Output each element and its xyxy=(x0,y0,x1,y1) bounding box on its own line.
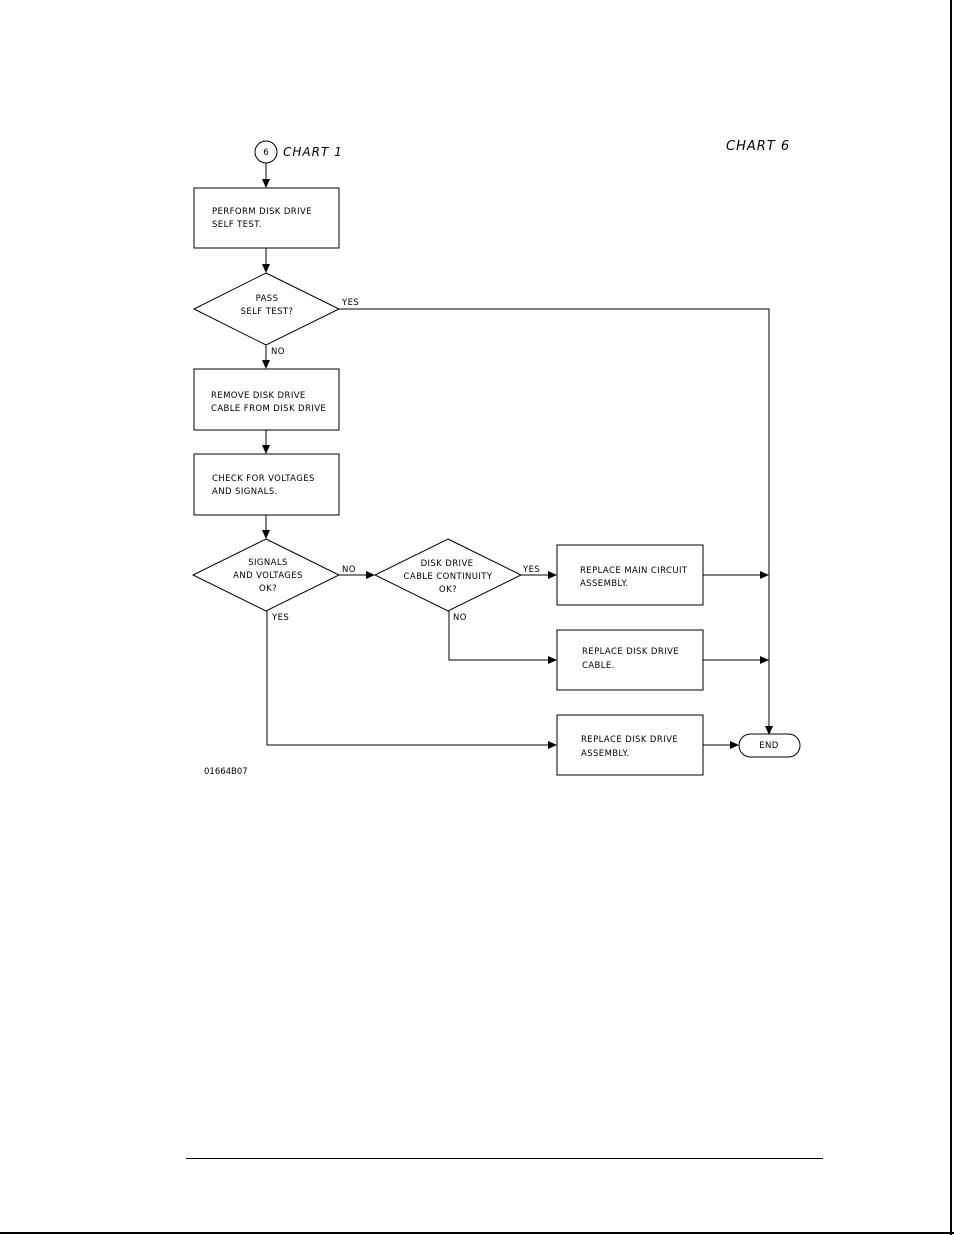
footer-rule xyxy=(186,1158,823,1159)
step-text-line-1: REPLACE DISK DRIVE xyxy=(581,735,678,745)
figure-id: 01664B07 xyxy=(204,767,248,777)
step-replace-main-circuit: REPLACE MAIN CIRCUIT ASSEMBLY. xyxy=(556,544,704,606)
line-continuity-no-to-cable xyxy=(448,611,549,661)
chart-title: CHART 6 xyxy=(726,139,790,154)
decision-cable-continuity-ok: DISK DRIVE CABLE CONTINUITY OK? xyxy=(373,538,523,612)
decision-text-line-2: CABLE CONTINUITY xyxy=(404,572,493,582)
decision-text-line-3: OK? xyxy=(259,584,277,594)
connector-from-chart-1: 6 CHART 1 xyxy=(254,140,343,164)
branch-label-continuity-no: NO xyxy=(453,613,467,623)
step-text-line-2: SELF TEST. xyxy=(212,220,262,230)
terminal-end-label: END xyxy=(759,741,779,751)
page-edge-bottom xyxy=(0,1232,954,1234)
arrow-to-replace-cable xyxy=(548,656,557,664)
decision-signals-voltages-ok: SIGNALS AND VOLTAGES OK? xyxy=(191,538,341,612)
step-text-line-2: ASSEMBLY. xyxy=(581,749,630,759)
branch-label-continuity-yes: YES xyxy=(522,565,540,575)
step-replace-drive-assembly: REPLACE DISK DRIVE ASSEMBLY. xyxy=(556,714,704,776)
arrow-assembly-to-end xyxy=(730,741,739,749)
step-text-line-1: PERFORM DISK DRIVE xyxy=(212,207,312,217)
arrow-to-remove xyxy=(262,360,270,369)
step-text-line-1: REMOVE DISK DRIVE xyxy=(211,391,306,401)
step-replace-cable: REPLACE DISK DRIVE CABLE. xyxy=(556,629,704,691)
step-text-line-2: AND SIGNALS. xyxy=(212,487,278,497)
arrow-to-pass-decision xyxy=(262,264,270,273)
arrow-to-selftest xyxy=(262,179,270,188)
line-signals-yes-to-assembly xyxy=(266,611,549,746)
page-edge-right xyxy=(950,0,952,1235)
decision-text-line-3: OK? xyxy=(439,585,457,595)
arrow-to-end xyxy=(765,726,773,735)
arrow-main-to-end-bus xyxy=(760,571,769,579)
connector-number: 6 xyxy=(263,148,268,158)
step-text-line-2: ASSEMBLY. xyxy=(580,579,629,589)
decision-text-line-1: SIGNALS xyxy=(248,558,288,568)
step-remove-cable: REMOVE DISK DRIVE CABLE FROM DISK DRIVE xyxy=(193,368,340,431)
terminal-end: END xyxy=(738,733,801,758)
branch-label-signals-yes: YES xyxy=(271,613,289,623)
arrow-cable-to-end-bus xyxy=(760,656,769,664)
decision-text-line-2: SELF TEST? xyxy=(241,307,294,317)
arrow-to-replace-assembly xyxy=(548,741,557,749)
decision-pass-self-test: PASS SELF TEST? xyxy=(192,272,341,346)
decision-text-line-2: AND VOLTAGES xyxy=(233,571,303,581)
flow-connectors xyxy=(262,163,773,749)
branch-label-pass-no: NO xyxy=(271,347,285,357)
step-text-line-1: CHECK FOR VOLTAGES xyxy=(212,474,315,484)
line-pass-yes-to-end xyxy=(339,308,770,727)
step-check-voltages: CHECK FOR VOLTAGES AND SIGNALS. xyxy=(193,453,340,516)
step-perform-self-test: PERFORM DISK DRIVE SELF TEST. xyxy=(193,187,340,249)
step-text-line-2: CABLE FROM DISK DRIVE xyxy=(211,404,326,414)
step-text-line-1: REPLACE MAIN CIRCUIT xyxy=(580,566,688,576)
connector-label: CHART 1 xyxy=(283,145,343,159)
arrow-to-replace-main xyxy=(548,571,557,579)
decision-text-line-1: DISK DRIVE xyxy=(421,559,474,569)
step-text-line-2: CABLE. xyxy=(582,661,615,671)
step-text-line-1: REPLACE DISK DRIVE xyxy=(582,647,679,657)
branch-label-signals-no: NO xyxy=(342,565,356,575)
arrow-to-check xyxy=(262,445,270,454)
arrow-to-signals-decision xyxy=(262,530,270,539)
branch-label-pass-yes: YES xyxy=(341,298,359,308)
arrow-to-continuity-decision xyxy=(366,571,375,579)
decision-text-line-1: PASS xyxy=(256,294,279,304)
